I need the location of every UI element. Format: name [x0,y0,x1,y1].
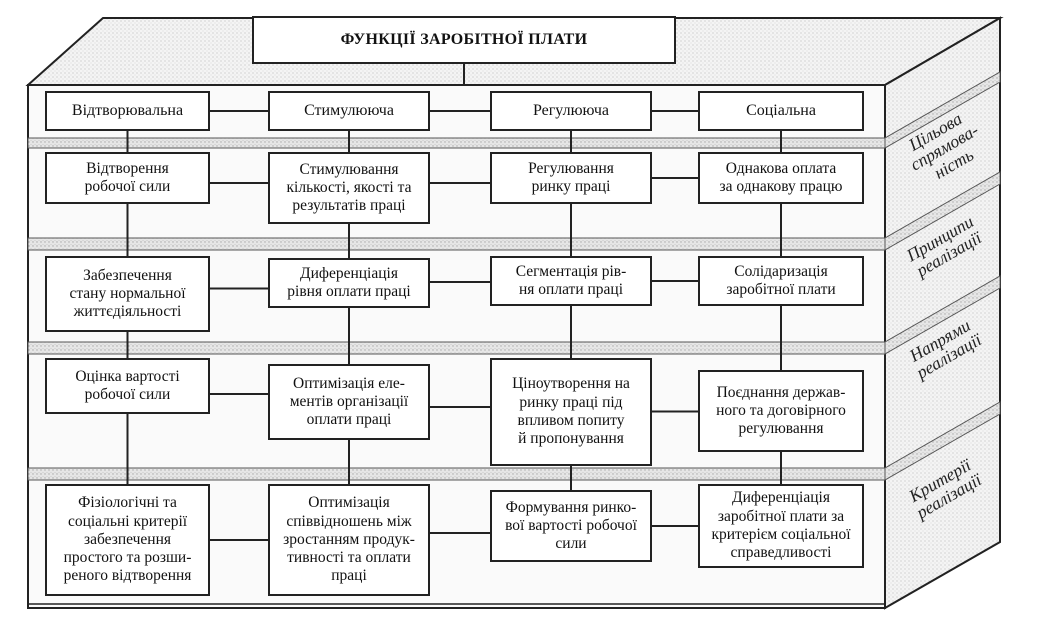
function-box-1: Відтворювальна [45,91,210,131]
level-2-box-4: Солідаризація заробітної плати [698,256,864,306]
layer-band-side-4 [884,401,1001,481]
level-1-box-3: Регулювання ринку праці [490,152,652,204]
level-4-box-4: Диференціація заробітної плати за критер… [698,484,864,568]
level-4-box-1: Фізіологічні та соціальні критерії забез… [45,484,210,596]
function-box-4: Соціальна [698,91,864,131]
diagram-title: ФУНКЦІЇ ЗАРОБІТНОЇ ПЛАТИ [252,16,676,64]
layer-band-2 [27,237,886,251]
level-2-box-2: Диференціація рівня оплати праці [268,258,430,308]
layer-band-side-2 [884,171,1001,251]
function-box-2: Стимулююча [268,91,430,131]
level-3-box-2: Оптимізація еле- ментів організації опла… [268,364,430,440]
level-3-box-1: Оцінка вартості робочої сили [45,358,210,414]
level-1-box-1: Відтворення робочої сили [45,152,210,204]
level-3-box-4: Поєднання держав- ного та договірного ре… [698,370,864,452]
layer-band-1 [27,137,886,149]
connector-lines [126,110,782,541]
function-box-3: Регулююча [490,91,652,131]
layer-band-4 [27,467,886,481]
layer-band-side-3 [884,275,1001,355]
level-1-box-4: Однакова оплата за однакову працю [698,152,864,204]
level-2-box-3: Сегментація рів- ня оплати праці [490,256,652,306]
level-1-box-2: Стимулювання кількості, якості та резуль… [268,152,430,224]
level-4-box-2: Оптимізація співвідношень між зростанням… [268,484,430,596]
level-3-box-3: Ціноутворення на ринку праці під впливом… [490,358,652,466]
level-4-box-3: Формування ринко- вої вартості робочої с… [490,490,652,562]
layer-band-3 [27,341,886,355]
level-2-box-1: Забезпечення стану нормальної життєдіяль… [45,256,210,332]
layer-band-side-1 [884,71,1001,149]
